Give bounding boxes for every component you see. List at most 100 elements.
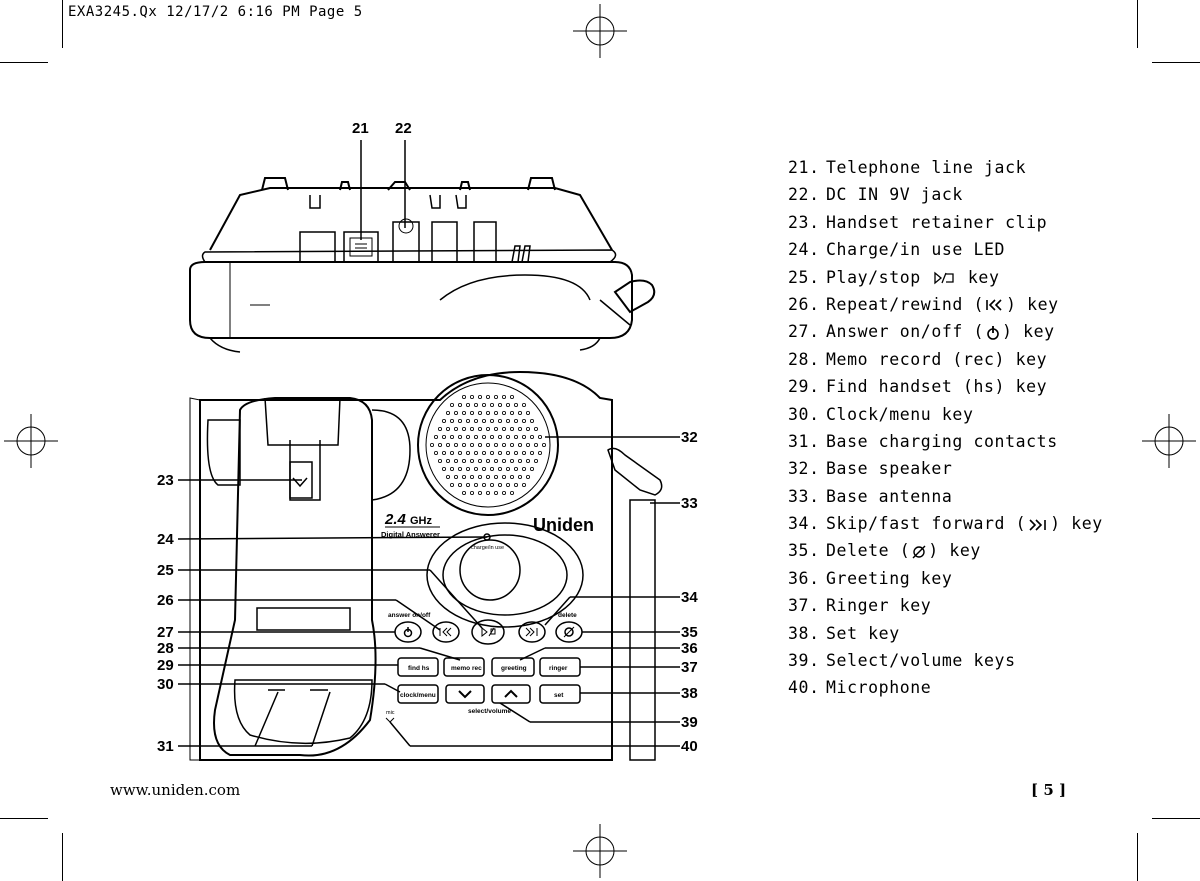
part-description: Greeting key — [826, 568, 953, 588]
callout-23: 23 — [157, 472, 174, 489]
set-key — [539, 684, 581, 704]
parts-list-item: 36.Greeting key — [788, 565, 1103, 592]
speaker-hole — [509, 458, 514, 463]
delete-label: delete — [558, 612, 577, 619]
speaker-hole — [481, 466, 486, 471]
speaker-hole — [509, 394, 514, 399]
parts-list-item: 22.DC IN 9V jack — [788, 181, 1103, 208]
speaker-hole — [473, 482, 478, 487]
part-description: Memo record (rec) key — [826, 349, 1048, 369]
rewind-key — [432, 621, 460, 643]
speaker-hole — [526, 410, 531, 415]
callout-40: 40 — [681, 738, 698, 755]
speaker-hole — [518, 442, 523, 447]
clock-menu-key — [397, 684, 439, 704]
ringer-label: ringer — [549, 665, 568, 672]
speaker-grille — [429, 394, 547, 495]
speaker-hole — [477, 410, 482, 415]
speaker-hole — [473, 434, 478, 439]
greeting-label: greeting — [501, 665, 527, 672]
crop-mark — [0, 62, 48, 63]
speaker-hole — [457, 450, 462, 455]
base-back-view — [189, 177, 656, 353]
speaker-hole — [542, 442, 547, 447]
part-description: Base charging contacts — [826, 431, 1058, 451]
callout-24: 24 — [157, 531, 174, 548]
speaker-hole — [518, 458, 523, 463]
rewind-icon — [984, 295, 1006, 314]
speaker-hole — [473, 466, 478, 471]
speaker-hole — [497, 402, 502, 407]
parts-list-item: 32.Base speaker — [788, 455, 1103, 482]
speaker-hole — [501, 474, 506, 479]
speaker-hole — [501, 442, 506, 447]
part-number: 32. — [788, 459, 820, 479]
part-description: Repeat/rewind ( — [826, 294, 985, 314]
crop-mark — [62, 833, 63, 881]
speaker-hole — [469, 410, 474, 415]
crop-mark — [1137, 833, 1138, 881]
speaker-hole — [538, 450, 543, 455]
play-stop-key — [471, 619, 505, 645]
speaker-hole — [518, 474, 523, 479]
delete-icon — [910, 541, 928, 560]
callout-21: 21 — [352, 120, 369, 137]
speaker-hole — [481, 482, 486, 487]
speaker-hole — [485, 442, 490, 447]
speaker-hole — [461, 394, 466, 399]
speaker-hole — [505, 482, 510, 487]
speaker-hole — [501, 410, 506, 415]
part-description-suffix: ) key — [1002, 322, 1055, 342]
speaker-hole — [522, 434, 527, 439]
speaker-hole — [497, 482, 502, 487]
speaker-hole — [505, 466, 510, 471]
speaker-hole — [449, 418, 454, 423]
speaker-hole — [469, 490, 474, 495]
part-description-suffix: ) key — [1050, 514, 1103, 534]
speaker-hole — [433, 450, 438, 455]
part-description: Select/volume keys — [826, 651, 1016, 671]
speaker-hole — [449, 466, 454, 471]
speaker-hole — [469, 474, 474, 479]
parts-list-item: 34. Skip/fast forward ( ) key — [788, 510, 1103, 537]
parts-list-item: 29.Find handset (hs) key — [788, 373, 1103, 400]
speaker-hole — [437, 458, 442, 463]
part-description: Set key — [826, 623, 900, 643]
parts-list-item: 26.Repeat/rewind () key — [788, 291, 1103, 318]
registration-mark-bottom — [573, 824, 627, 878]
speaker-hole — [493, 410, 498, 415]
speaker-hole — [481, 402, 486, 407]
part-description: Skip/fast forward ( — [826, 514, 1027, 534]
speaker-hole — [445, 410, 450, 415]
speaker-hole — [522, 466, 527, 471]
speaker-hole — [457, 434, 462, 439]
part-description-suffix: key — [957, 267, 1000, 287]
part-description: Microphone — [826, 678, 932, 698]
part-number: 34. — [788, 514, 820, 534]
speaker-hole — [489, 482, 494, 487]
clock-menu-label: clock/menu — [400, 692, 436, 699]
part-description: Play/stop — [826, 267, 932, 287]
speaker-hole — [461, 442, 466, 447]
speaker-hole — [449, 434, 454, 439]
speaker-hole — [469, 426, 474, 431]
speaker-hole — [453, 410, 458, 415]
speaker-hole — [465, 418, 470, 423]
speaker-hole — [445, 426, 450, 431]
speaker-hole — [441, 418, 446, 423]
speaker-hole — [526, 474, 531, 479]
parts-list-item: 21.Telephone line jack — [788, 154, 1103, 181]
part-number: 39. — [788, 651, 820, 671]
speaker-hole — [465, 402, 470, 407]
speaker-hole — [453, 474, 458, 479]
speaker-hole — [522, 418, 527, 423]
part-number: 21. — [788, 158, 820, 177]
speaker-hole — [485, 458, 490, 463]
speaker-hole — [505, 402, 510, 407]
speaker-hole — [493, 442, 498, 447]
speaker-hole — [477, 458, 482, 463]
speaker-hole — [465, 482, 470, 487]
part-description: Clock/menu key — [826, 404, 974, 424]
part-number: 23. — [788, 212, 820, 232]
